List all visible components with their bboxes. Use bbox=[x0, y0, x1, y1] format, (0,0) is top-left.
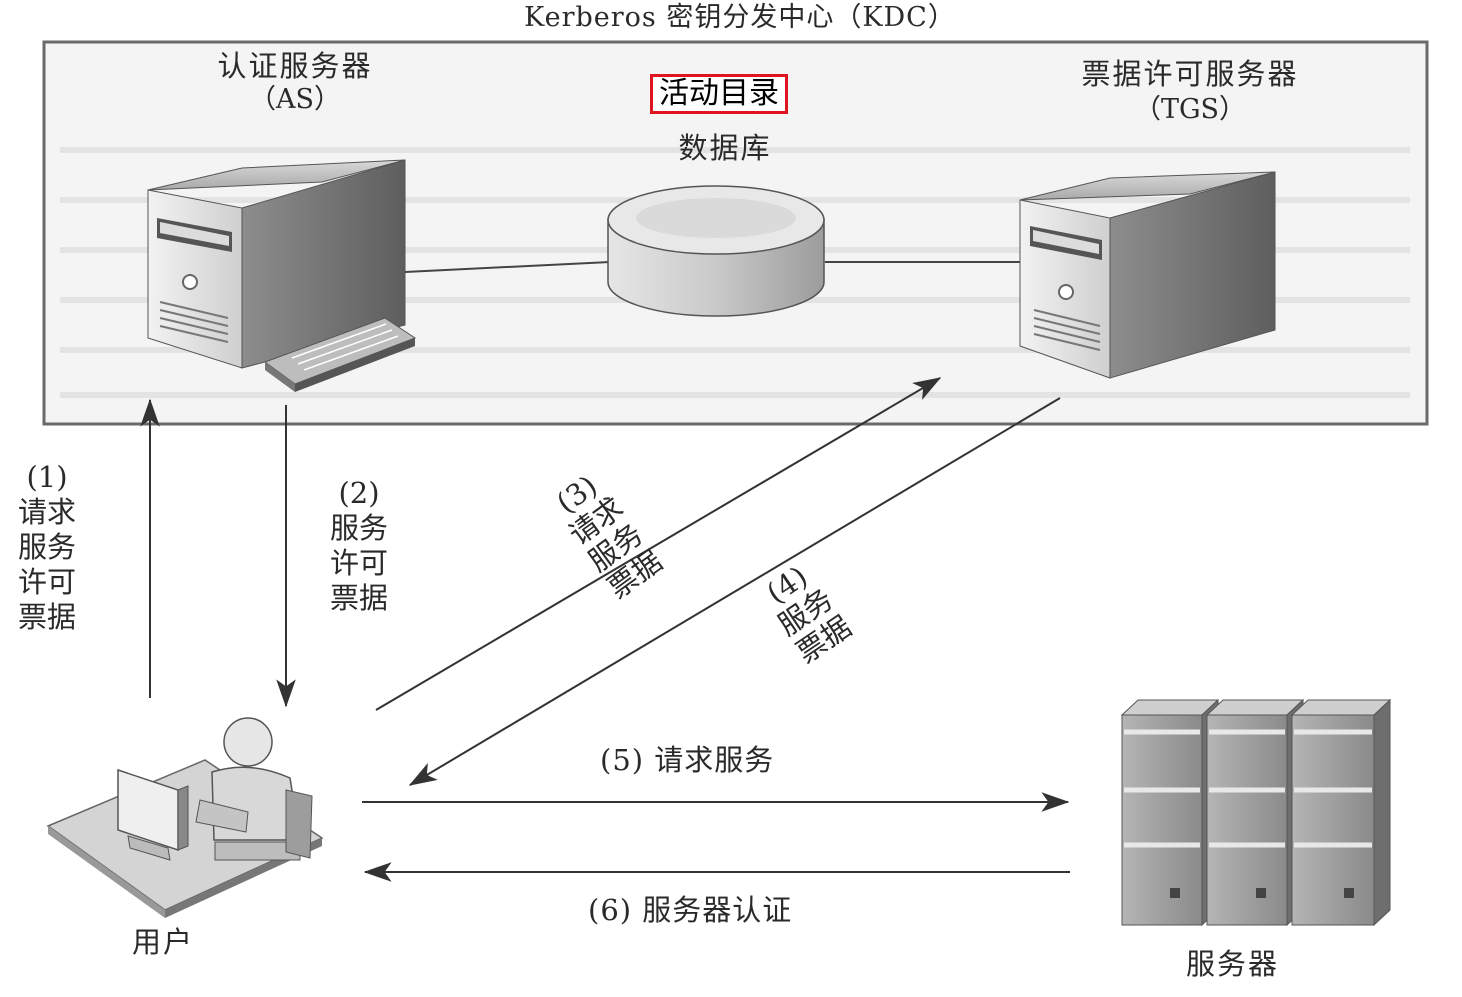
step2-line: 服务 bbox=[330, 511, 389, 545]
tgs-server-icon bbox=[1019, 171, 1276, 379]
step1-line: 票据 bbox=[18, 600, 77, 634]
step6-label: (6) 服务器认证 bbox=[588, 893, 793, 927]
tgs-server-name: 票据许可服务器 bbox=[1081, 57, 1299, 91]
user-label: 用户 bbox=[132, 925, 195, 959]
service-server-rack-icon bbox=[1120, 698, 1392, 927]
as-keyboard-icon bbox=[263, 317, 417, 392]
as-server-name: 认证服务器 bbox=[217, 49, 373, 83]
as-server-icon bbox=[147, 159, 406, 369]
active-directory-annotation: 活动目录 bbox=[650, 74, 788, 114]
step5-label: (5) 请求服务 bbox=[600, 743, 775, 777]
tgs-server-abbr: （TGS） bbox=[1133, 94, 1247, 125]
kdc-title: Kerberos 密钥分发中心（KDC） bbox=[524, 2, 956, 33]
arrow-step4-service-ticket bbox=[408, 397, 1061, 786]
step1-line: 许可 bbox=[18, 565, 77, 599]
as-server-abbr: （AS） bbox=[249, 84, 341, 115]
arrow-step3-request-ticket bbox=[375, 377, 942, 711]
user-workstation-icon bbox=[46, 717, 324, 918]
step1-number: (1) bbox=[26, 460, 68, 494]
step2-line: 票据 bbox=[330, 581, 389, 615]
step2-label: (2) 服务 许可 票据 bbox=[330, 476, 388, 616]
database-label: 数据库 bbox=[678, 131, 772, 165]
step2-number: (2) bbox=[338, 476, 380, 510]
as-db-link bbox=[404, 261, 611, 273]
step2-line: 许可 bbox=[330, 546, 389, 580]
database-icon bbox=[607, 185, 825, 317]
step1-label: (1) 请求 服务 许可 票据 bbox=[18, 460, 76, 635]
service-server-label: 服务器 bbox=[1186, 947, 1280, 981]
step1-line: 服务 bbox=[18, 530, 77, 564]
step1-line: 请求 bbox=[18, 495, 77, 529]
